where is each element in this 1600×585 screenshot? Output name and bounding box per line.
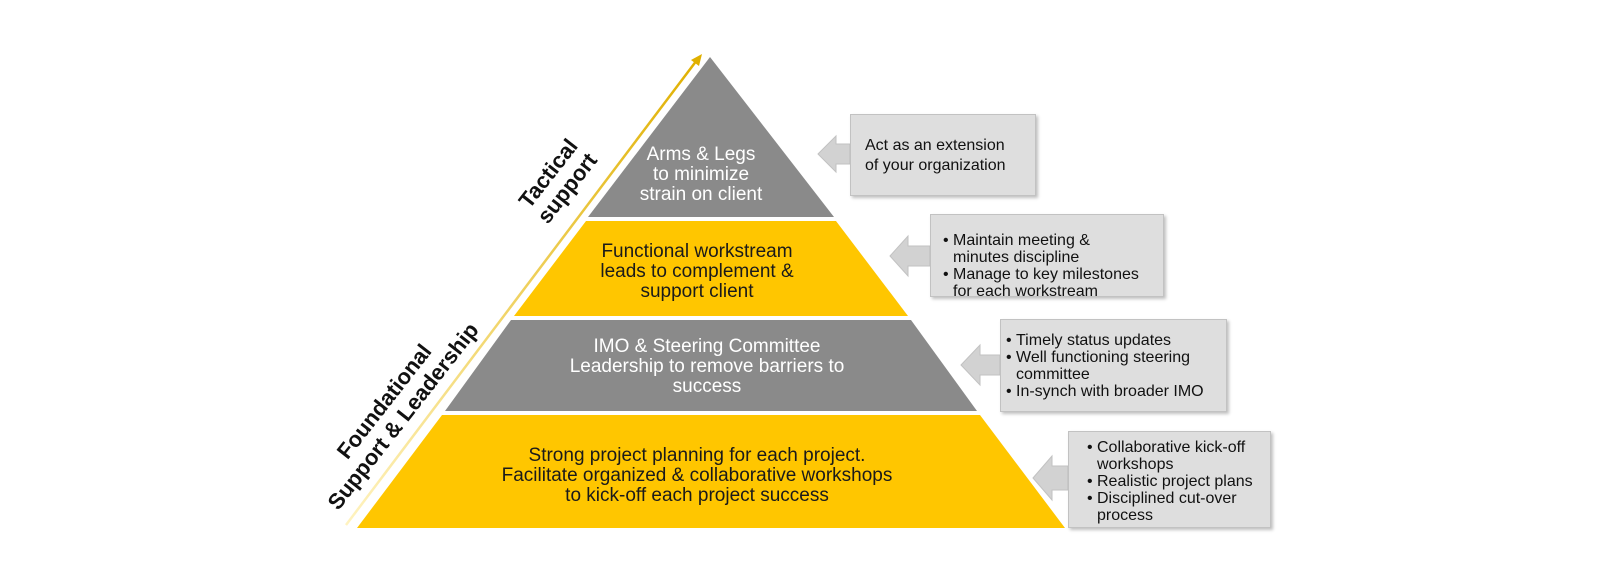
tier-1-shape <box>588 57 834 217</box>
callout-4-bullet-3-line-1: Disciplined cut-over <box>1097 490 1237 507</box>
callout-2-chevron <box>889 234 931 278</box>
tier-1-line: to minimize <box>652 164 750 185</box>
tier-3-line: IMO & Steering Committee <box>593 336 821 357</box>
tier-1-line: strain on client <box>639 184 763 205</box>
callout-3-bullet: In-synch with broader IMO <box>1004 383 1226 400</box>
tier-2-shape <box>514 221 908 316</box>
callout-4-bullet-1-line-2: workshops <box>1097 456 1174 473</box>
callout-2-bullet-2-line-2: for each workstream <box>953 283 1098 300</box>
callout-3-bullet-3-line-1: In-synch with broader IMO <box>1016 383 1204 400</box>
callout-4-bullet-3-line-2: process <box>1097 507 1154 524</box>
tier-4-shape <box>357 415 1065 528</box>
tier-2-line: Functional workstream <box>601 241 793 262</box>
callout-2-bullet: Manage to key milestones for each workst… <box>941 266 1163 300</box>
callout-3-box: Timely status updates Well functioning s… <box>1000 319 1227 412</box>
callout-4-bullet: Collaborative kick-off workshops <box>1085 439 1270 473</box>
callout-2-bullet-1-line-2: minutes discipline <box>953 249 1080 266</box>
callout-1-line: Act as an extension <box>865 137 1005 154</box>
callout-1-box: Act as an extension of your organization <box>850 114 1036 196</box>
callout-2-bullet-1-line-1: Maintain meeting & <box>953 232 1090 249</box>
tier-4-line: Facilitate organized & collaborative wor… <box>501 465 893 486</box>
tier-3-line: success <box>672 376 742 397</box>
callout-3-bullet-2-line-1: Well functioning steering <box>1016 349 1191 366</box>
callout-3-bullet-1-line-1: Timely status updates <box>1016 332 1172 349</box>
callout-3-bullet: Timely status updates <box>1004 332 1226 349</box>
callout-4-bullet-2-line-1: Realistic project plans <box>1097 473 1253 490</box>
tier-1-text: Arms & Legs to minimize strain on client <box>601 145 801 205</box>
tier-2-line: leads to complement & <box>600 261 794 282</box>
callout-3-chevron <box>960 343 1001 387</box>
growth-arrow-line <box>345 59 698 526</box>
callout-4-bullet: Realistic project plans <box>1085 473 1270 490</box>
callout-1-line: of your organization <box>865 157 1006 174</box>
tier-4-line: Strong project planning for each project… <box>528 445 866 466</box>
tier-3-line: Leadership to remove barriers to <box>569 356 845 377</box>
callout-3-bullet-2-line-2: committee <box>1016 366 1090 383</box>
callout-4-bullet-1-line-1: Collaborative kick-off <box>1097 439 1246 456</box>
tier-2-text: Functional workstream leads to complemen… <box>547 242 847 302</box>
growth-arrow-head <box>691 54 702 66</box>
callout-4-box: Collaborative kick-off workshops Realist… <box>1068 431 1271 528</box>
callout-3-bullet: Well functioning steering committee <box>1004 349 1226 383</box>
callout-1-chevron <box>817 134 851 174</box>
tier-4-text: Strong project planning for each project… <box>437 446 957 506</box>
callout-2-bullet-2-line-1: Manage to key milestones <box>953 266 1139 283</box>
tier-3-text: IMO & Steering Committee Leadership to r… <box>507 337 907 397</box>
tier-3-shape <box>445 320 977 411</box>
tier-4-line: to kick-off each project success <box>565 485 829 506</box>
tier-2-line: support client <box>640 281 754 302</box>
callout-2-box: Maintain meeting & minutes discipline Ma… <box>930 214 1164 300</box>
tier-1-line: Arms & Legs <box>646 144 756 165</box>
callout-4-bullet: Disciplined cut-over process <box>1085 490 1270 524</box>
callout-2-bullet: Maintain meeting & minutes discipline <box>941 232 1163 266</box>
